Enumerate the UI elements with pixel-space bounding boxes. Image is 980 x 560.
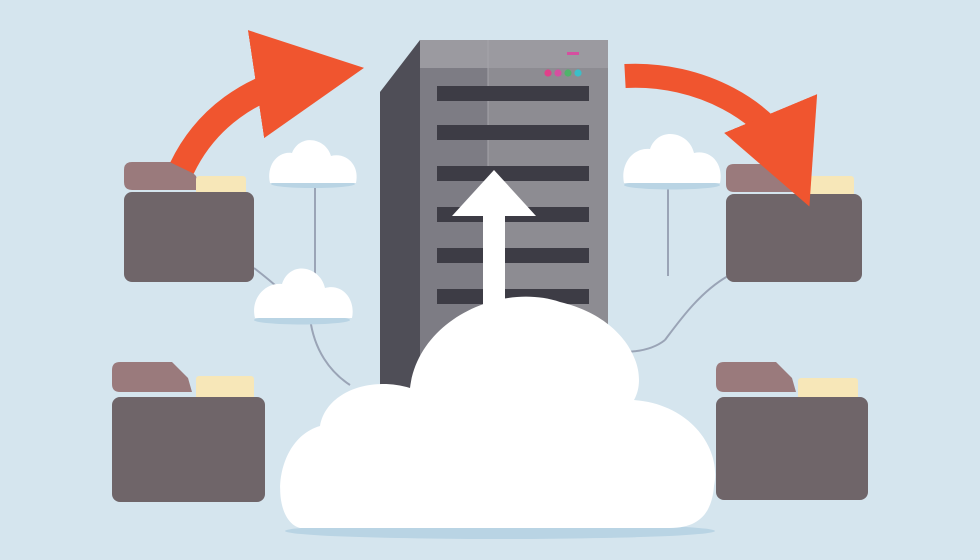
indicator-light (574, 69, 582, 77)
main-cloud (280, 296, 716, 528)
cloud-icon (254, 268, 353, 325)
indicator-light (554, 69, 562, 77)
curved-arrow-icon (624, 63, 818, 207)
folder-icon (112, 362, 265, 502)
folder-icon (726, 164, 862, 282)
indicator-light (544, 69, 552, 77)
connector-line-right-folder (664, 275, 729, 341)
drive-slot (437, 125, 589, 140)
cloud-icon (280, 296, 716, 539)
drive-slot (437, 166, 589, 181)
curved-arrow-right (624, 63, 818, 207)
folder-icon (124, 162, 254, 282)
server-status-dash (567, 52, 579, 55)
indicator-light (564, 69, 572, 77)
connector-lines (253, 183, 729, 386)
cloud-icon (269, 140, 357, 188)
folder-icon (716, 362, 868, 500)
server-top-bar (420, 40, 608, 68)
server-drive-slots (437, 86, 589, 304)
drive-slot (437, 248, 589, 263)
server-indicator-lights (544, 52, 582, 77)
curved-arrow-left (170, 30, 364, 174)
drive-slot (437, 86, 589, 101)
cloud-icon (623, 133, 721, 190)
curved-arrow-icon (170, 30, 364, 174)
server-side-panel (380, 40, 420, 405)
connector-line-left-cloud (309, 317, 351, 386)
